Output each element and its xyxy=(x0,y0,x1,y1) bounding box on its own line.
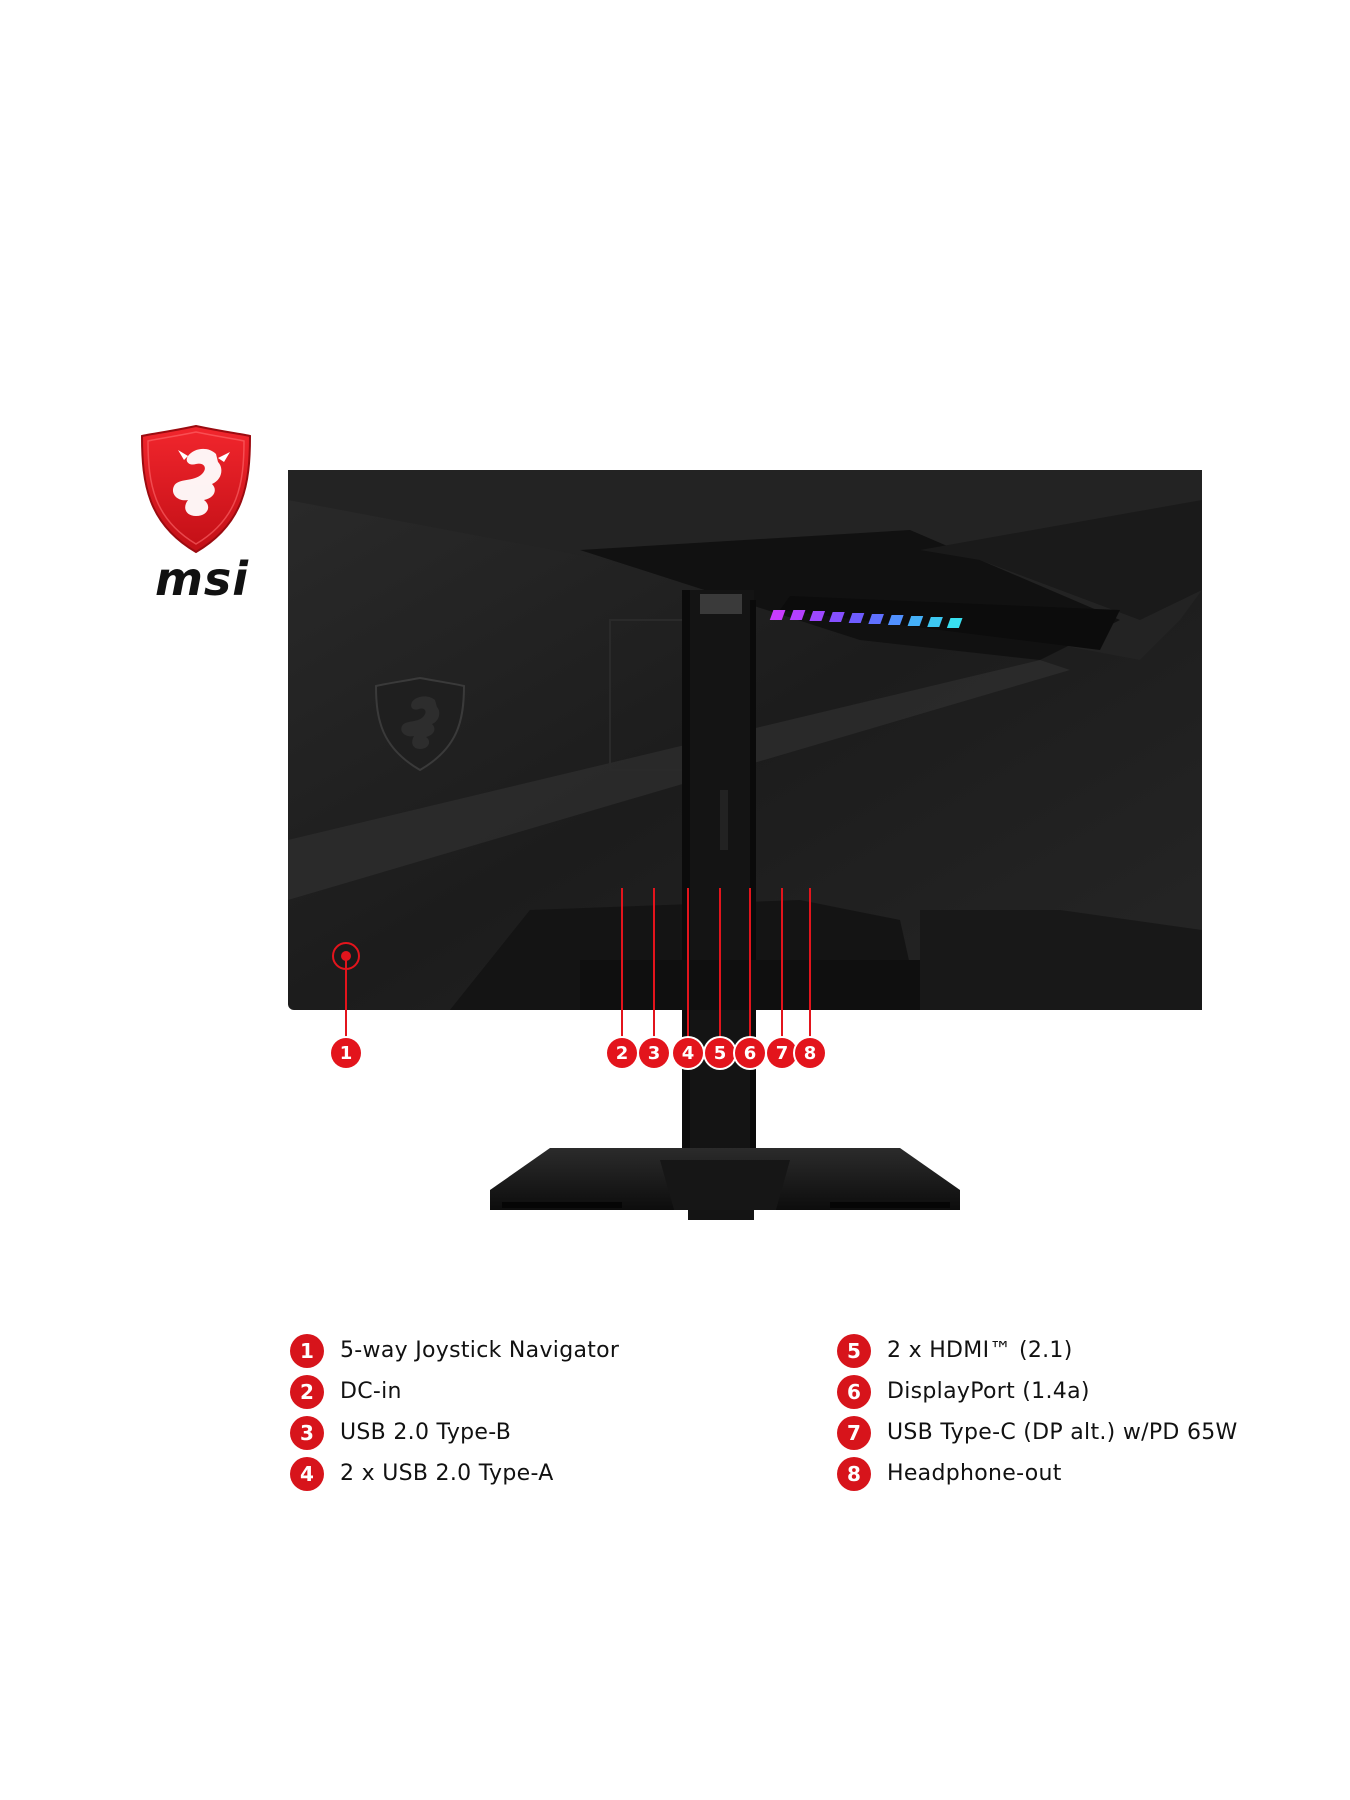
monitor-rear-view: 1 2 3 4 5 6 7 8 xyxy=(280,460,1220,1240)
legend-item: 8 Headphone-out xyxy=(837,1453,1238,1494)
dragon-shield-icon xyxy=(140,424,252,554)
callout-4: 4 xyxy=(673,1038,703,1068)
callout-6: 6 xyxy=(735,1038,765,1068)
legend-left: 1 5-way Joystick Navigator 2 DC-in 3 USB… xyxy=(290,1330,619,1494)
legend-label: DC-in xyxy=(340,1379,402,1404)
callout-7: 7 xyxy=(767,1038,797,1068)
legend-right: 5 2 x HDMI™ (2.1) 6 DisplayPort (1.4a) 7… xyxy=(837,1330,1238,1494)
rgb-light-bar xyxy=(769,610,963,628)
legend-number: 8 xyxy=(837,1456,871,1491)
callout-5: 5 xyxy=(705,1038,735,1068)
callout-lines xyxy=(345,888,811,1038)
legend-label: DisplayPort (1.4a) xyxy=(887,1379,1090,1404)
legend-label: USB Type-C (DP alt.) w/PD 65W xyxy=(887,1420,1238,1445)
legend-label: 2 x HDMI™ (2.1) xyxy=(887,1338,1073,1363)
legend-number: 7 xyxy=(837,1415,871,1450)
legend-label: USB 2.0 Type-B xyxy=(340,1420,512,1445)
callout-1: 1 xyxy=(331,1038,361,1068)
legend-number: 2 xyxy=(290,1374,324,1409)
legend-item: 6 DisplayPort (1.4a) xyxy=(837,1371,1238,1412)
legend-label: Headphone-out xyxy=(887,1461,1062,1486)
legend-item: 1 5-way Joystick Navigator xyxy=(290,1330,619,1371)
legend-item: 3 USB 2.0 Type-B xyxy=(290,1412,619,1453)
legend-number: 6 xyxy=(837,1374,871,1409)
legend-label: 5-way Joystick Navigator xyxy=(340,1338,620,1363)
legend-number: 5 xyxy=(837,1333,871,1368)
monitor-illustration xyxy=(288,470,1202,1220)
legend-item: 5 2 x HDMI™ (2.1) xyxy=(837,1330,1238,1371)
legend-item: 4 2 x USB 2.0 Type-A xyxy=(290,1453,619,1494)
legend-number: 3 xyxy=(290,1415,324,1450)
legend-number: 1 xyxy=(290,1333,324,1368)
legend-number: 4 xyxy=(290,1456,324,1491)
msi-logo: msi xyxy=(132,424,260,606)
callout-2: 2 xyxy=(607,1038,637,1068)
legend-label: 2 x USB 2.0 Type-A xyxy=(340,1461,554,1486)
brand-name: msi xyxy=(154,552,250,606)
legend-item: 2 DC-in xyxy=(290,1371,619,1412)
callout-3: 3 xyxy=(639,1038,669,1068)
callout-8: 8 xyxy=(795,1038,825,1068)
legend-item: 7 USB Type-C (DP alt.) w/PD 65W xyxy=(837,1412,1238,1453)
